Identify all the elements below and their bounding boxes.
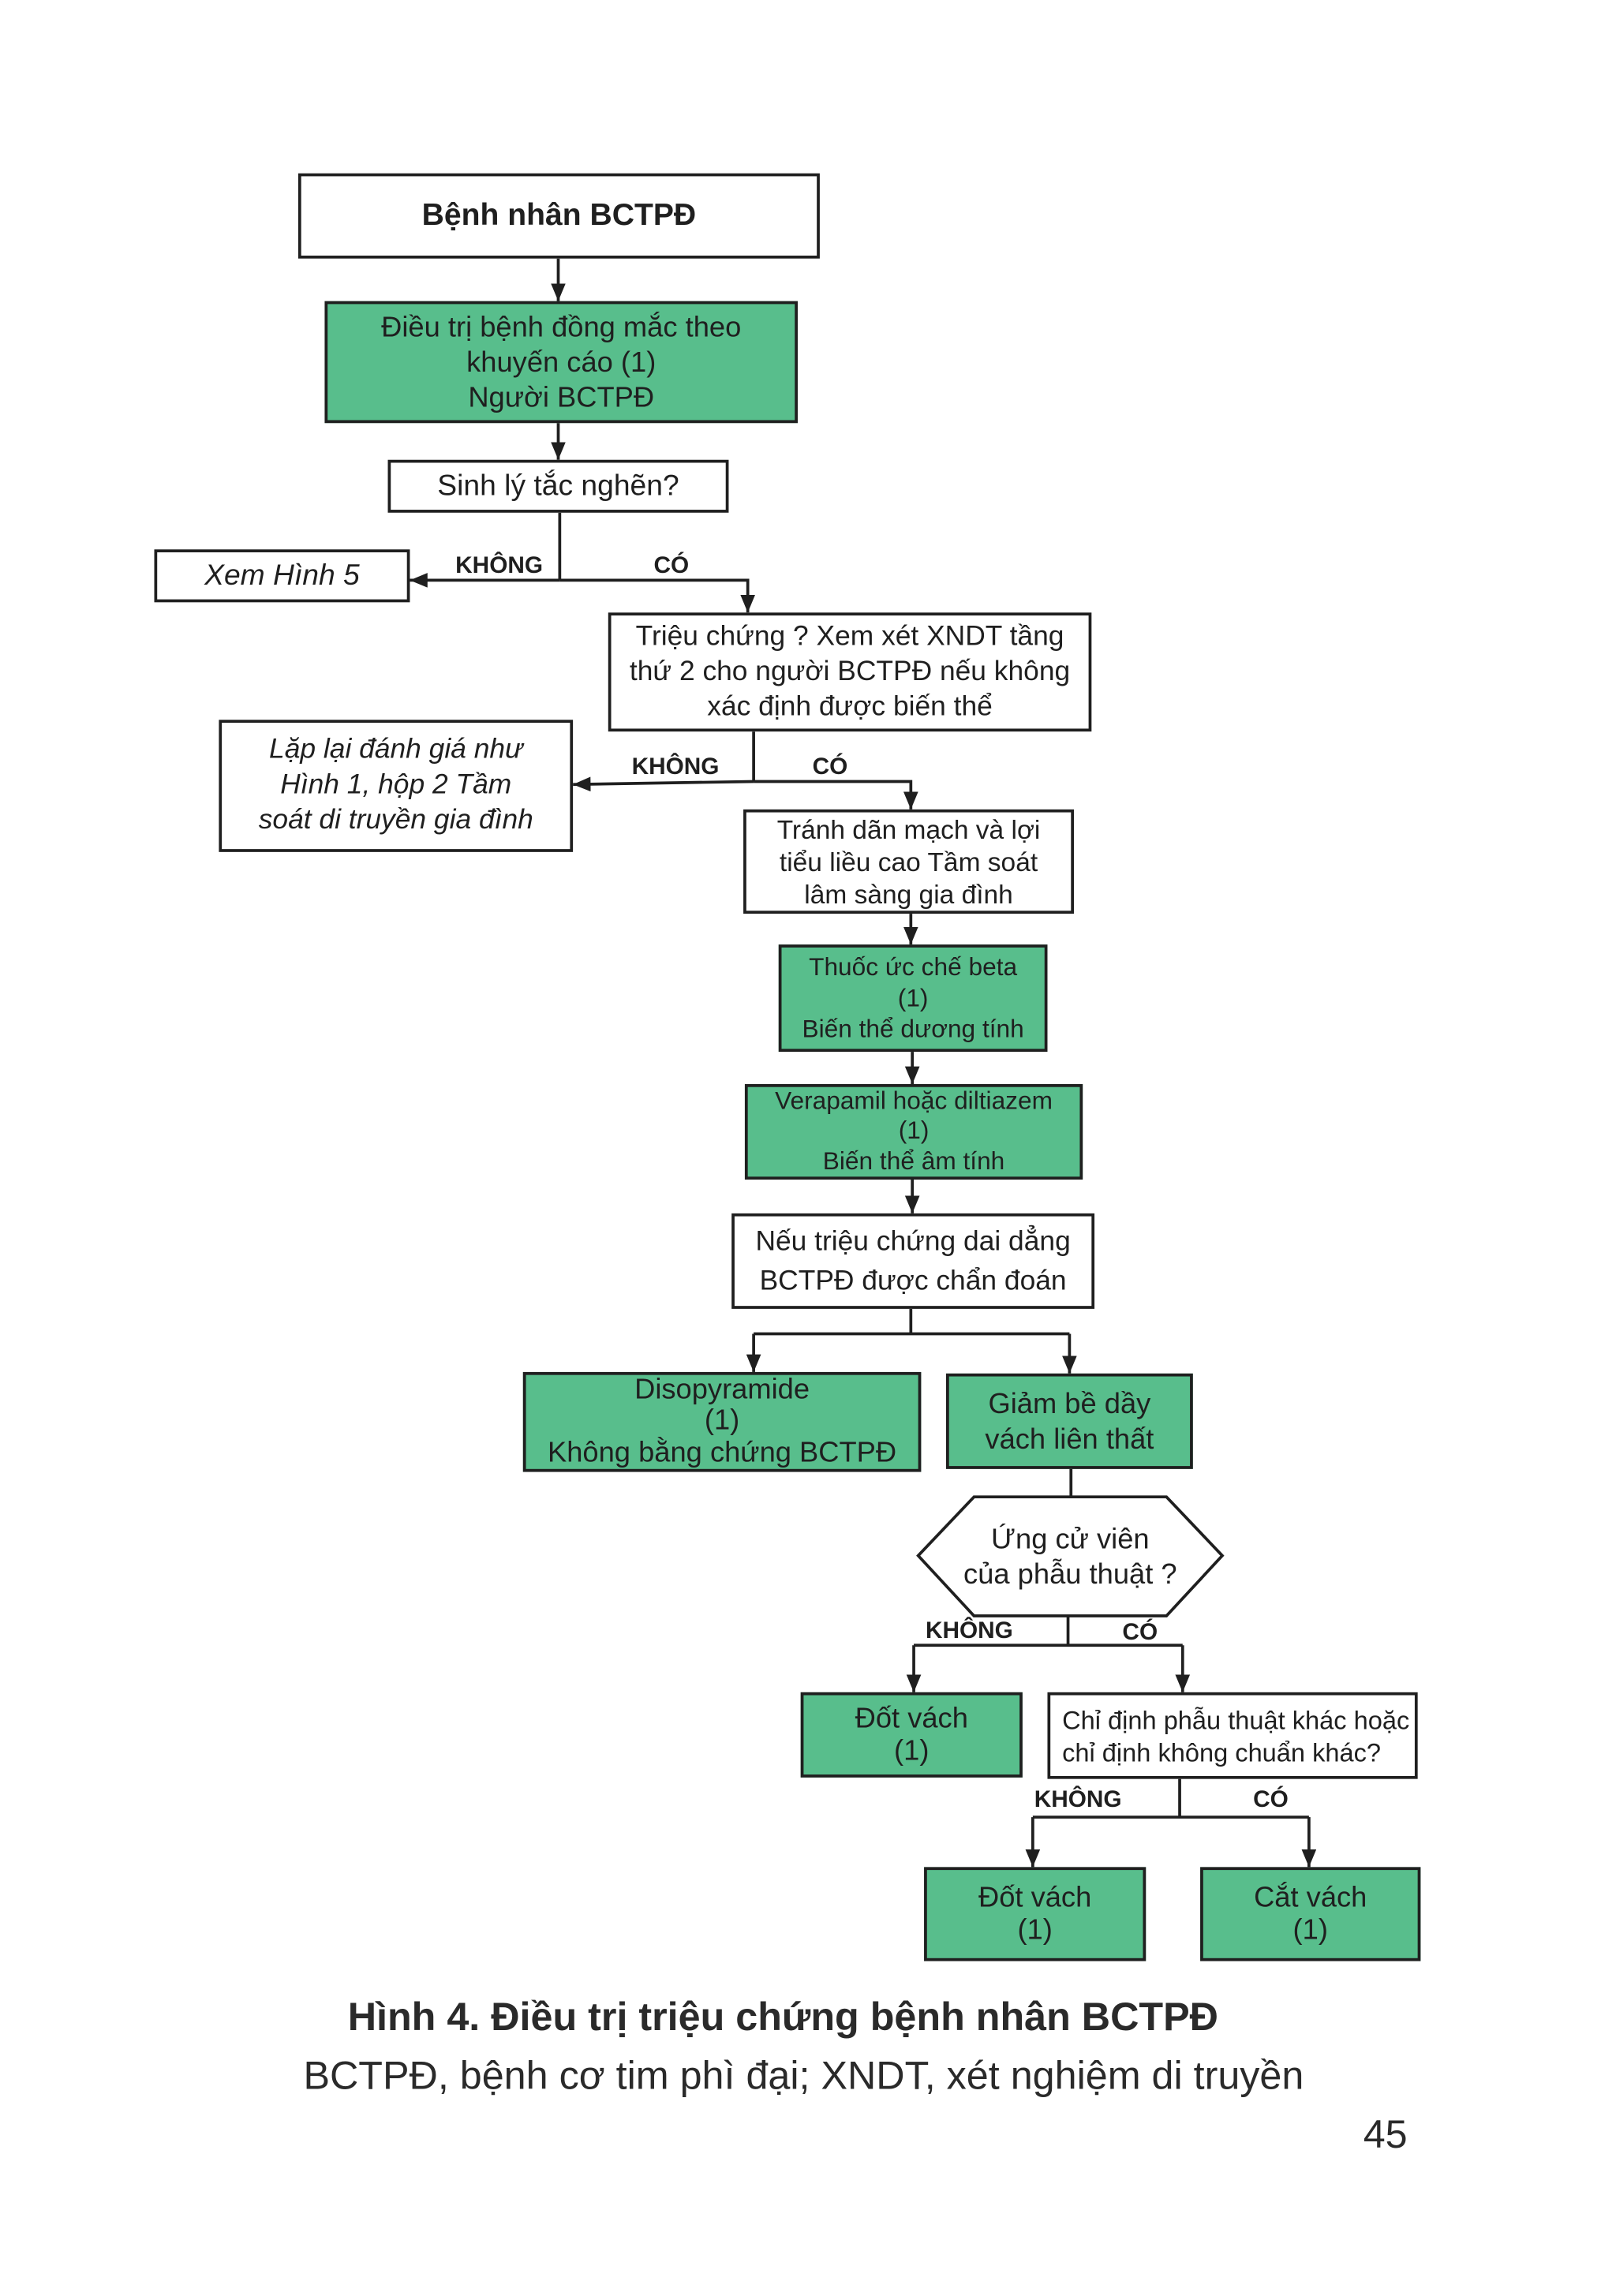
box-line: (1) (898, 1116, 930, 1145)
box-line: Hình 1, hộp 2 Tầm (280, 769, 512, 801)
repeat-evaluation-box: Lặp lại đánh giá như Hình 1, hộp 2 Tầm s… (219, 720, 574, 852)
surgery-candidate-hexagon (916, 1495, 1225, 1617)
box-line: Triệu chứng ? Xem xét XNDT tầng (635, 620, 1064, 652)
box-line: Biến thể dương tính (802, 1015, 1024, 1043)
septal-ablation-box-2: Đốt vách (1) (924, 1867, 1147, 1961)
box-line: của phẫu thuật ? (963, 1557, 1177, 1591)
verapamil-box: Verapamil hoặc diltiazem (1) Biến thể âm… (744, 1084, 1083, 1180)
arrow-obstruction-yes (559, 578, 755, 613)
branch-no-label: KHÔNG (1034, 1787, 1122, 1813)
myectomy-box: Cắt vách (1) (1200, 1867, 1421, 1961)
box-line: Ứng cử viên (990, 1522, 1150, 1555)
persistent-symptoms-box: Nếu triệu chứng dai dẳng BCTPĐ được chẩn… (731, 1213, 1095, 1309)
start-box: Bệnh nhân BCTPĐ (297, 173, 820, 259)
box-line: xác định được biến thể (707, 690, 993, 723)
box-line: Đốt vách (978, 1881, 1092, 1914)
septal-reduction-box: Giảm bề dầy vách liên thất (946, 1373, 1193, 1469)
start-label: Bệnh nhân BCTPĐ (421, 198, 697, 233)
box-line: (1) (894, 1734, 930, 1767)
symptoms-question-box: Triệu chứng ? Xem xét XNDT tầng thứ 2 ch… (608, 612, 1092, 732)
box-line: Không bằng chứng BCTPĐ (548, 1436, 897, 1469)
box-line: Verapamil hoặc diltiazem (775, 1086, 1053, 1115)
box-line: thứ 2 cho người BCTPĐ nếu không (629, 656, 1071, 687)
obstruction-question-box: Sinh lý tắc nghẽn? (387, 459, 729, 513)
disopyramide-box: Disopyramide (1) Không bằng chứng BCTPĐ (522, 1371, 922, 1472)
branch-yes-label: CÓ (653, 553, 690, 579)
box-line: khuyến cáo (1) (466, 346, 656, 379)
box-line: lâm sàng gia đình (804, 879, 1013, 909)
box-line: Điều trị bệnh đồng mắc theo (381, 310, 742, 343)
box-line: (1) (1017, 1913, 1053, 1946)
branch-no-label: KHÔNG (631, 754, 720, 780)
box-line: Nếu triệu chứng dai dẳng (755, 1225, 1071, 1257)
figure-caption-legend: BCTPĐ, bệnh cơ tim phì đại; XNDT, xét ng… (303, 2053, 1304, 2098)
box-line: chỉ định không chuẩn khác? (1062, 1737, 1382, 1767)
branch-no-label: KHÔNG (925, 1618, 1013, 1644)
box-line: (1) (897, 984, 929, 1012)
box-line: Disopyramide (634, 1373, 810, 1406)
box-line: soát di truyền gia đình (258, 805, 533, 836)
other-indication-box: Chỉ định phẫu thuật khác hoặc chỉ định k… (1047, 1692, 1418, 1779)
box-line: Thuốc ức chế beta (809, 953, 1018, 982)
septal-ablation-box: Đốt vách (1) (800, 1692, 1023, 1778)
box-line: Tránh dãn mạch và lợi (776, 814, 1041, 844)
avoid-vasodilators-box: Tránh dãn mạch và lợi tiểu liều cao Tầm … (743, 809, 1074, 914)
see-figure-box: Xem Hình 5 (154, 549, 410, 603)
branch-no-label: KHÔNG (455, 553, 544, 579)
box-line: (1) (1292, 1913, 1328, 1946)
box-line: Người BCTPĐ (468, 381, 655, 414)
beta-blocker-box: Thuốc ức chế beta (1) Biến thể dương tín… (778, 944, 1048, 1053)
box-line: vách liên thất (985, 1423, 1154, 1456)
box-line: Sinh lý tắc nghẽn? (437, 469, 679, 502)
arrow-symptoms-no (573, 776, 754, 792)
box-line: Cắt vách (1254, 1881, 1367, 1914)
branch-yes-label: CÓ (1253, 1787, 1289, 1813)
box-line: Xem Hình 5 (204, 559, 360, 592)
box-line: BCTPĐ được chẩn đoán (759, 1265, 1067, 1297)
surgery-candidate-label: Ứng cử viên của phẫu thuật ? (918, 1497, 1222, 1616)
branch-yes-label: CÓ (1122, 1620, 1158, 1646)
box-line: (1) (704, 1404, 740, 1438)
box-line: tiểu liều cao Tầm soát (779, 847, 1038, 877)
branch-yes-label: CÓ (812, 754, 848, 780)
comorbid-treatment-box: Điều trị bệnh đồng mắc theo khuyến cáo (… (324, 301, 798, 424)
arrow-symptoms-yes (754, 780, 918, 810)
box-line: Lặp lại đánh giá như (269, 734, 523, 766)
box-line: Chỉ định phẫu thuật khác hoặc (1062, 1704, 1410, 1734)
box-line: Đốt vách (855, 1702, 968, 1735)
box-line: Giảm bề dầy (988, 1387, 1151, 1420)
figure-caption-title: Hình 4. Điều trị triệu chứng bệnh nhân B… (347, 1995, 1218, 2040)
page-number: 45 (1363, 2112, 1408, 2157)
box-line: Biến thể âm tính (822, 1146, 1005, 1175)
